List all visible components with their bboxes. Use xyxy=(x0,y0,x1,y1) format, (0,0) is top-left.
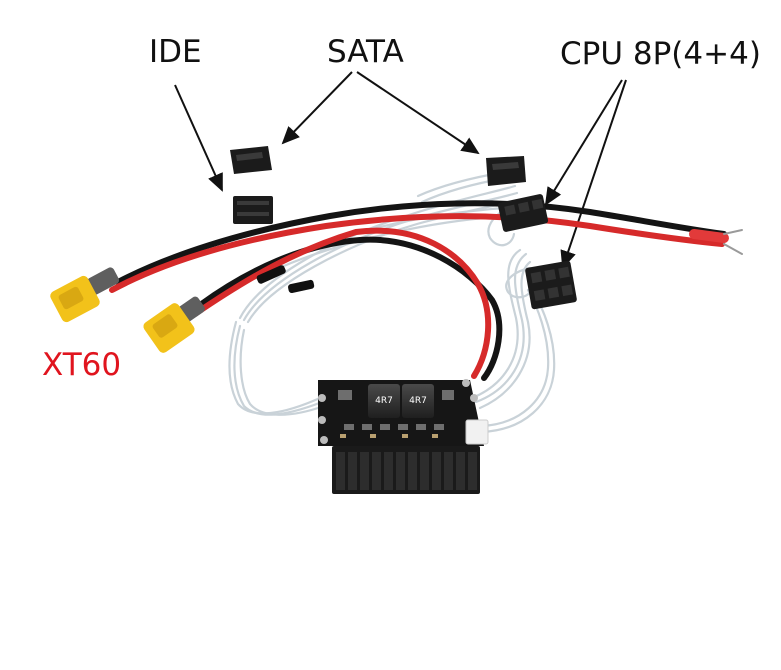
arrow-ide xyxy=(174,84,223,192)
sata-connector-left xyxy=(230,146,272,174)
cpu-connector-upper xyxy=(497,194,549,232)
label-xt60: XT60 xyxy=(42,347,122,383)
heat-shrink-sleeves xyxy=(256,265,315,294)
ide-connector xyxy=(233,196,273,224)
cpu-connector-lower xyxy=(525,260,577,310)
xt60-connector-lower xyxy=(143,296,205,353)
label-cpu-8pin: CPU 8P(4+4) xyxy=(560,36,761,72)
inductor-left xyxy=(368,384,400,418)
arrow-sata-right xyxy=(356,71,480,155)
jst-connector xyxy=(465,419,489,445)
pico-psu-board: 4R7 4R7 xyxy=(318,379,489,494)
inductor-marking-right: 4R7 xyxy=(409,396,427,406)
annotation-arrows xyxy=(174,71,627,269)
arrow-cpu-top xyxy=(544,79,623,206)
arrow-cpu-bottom xyxy=(560,79,627,269)
label-ide: IDE xyxy=(149,34,202,70)
power-cables xyxy=(109,200,743,381)
xt60-connector-upper xyxy=(50,267,120,323)
label-sata: SATA xyxy=(327,34,404,70)
inductor-right xyxy=(402,384,434,418)
black-wire-top xyxy=(115,200,727,285)
arrow-sata-left xyxy=(281,71,353,145)
inductor-marking-left: 4R7 xyxy=(375,396,393,406)
red-wire-top xyxy=(109,213,725,293)
black-wire-lower xyxy=(197,236,503,381)
sata-connector-right xyxy=(486,156,526,186)
red-wire-lower xyxy=(192,227,492,379)
